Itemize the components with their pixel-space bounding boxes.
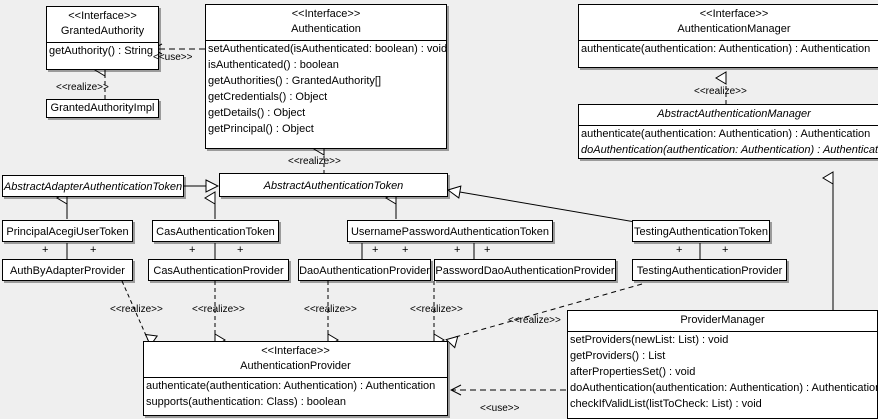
multiplicity-plus: + [402, 244, 409, 256]
operation: setAuthenticated(isAuthenticated: boolea… [208, 43, 446, 55]
class-header-provider-manager: ProviderManager [568, 311, 877, 331]
edge-label-realize-testingauthenticationprovider: <<realize>> [508, 315, 561, 326]
multiplicity-plus: + [484, 244, 491, 256]
operation: afterPropertiesSet() : void [570, 366, 696, 378]
class-password-dao-authentication-provider[interactable]: PasswordDaoAuthenticationProvider [434, 259, 616, 281]
operation: getAuthorities() : GrantedAuthority[] [208, 75, 382, 87]
operation: getDetails() : Object [208, 107, 306, 119]
operation: checkIfValidList(listToCheck: List) : vo… [570, 398, 762, 410]
edge-label-realize-abstractauthenticationmanager: <<realize>> [694, 86, 747, 97]
class-name: CasAuthenticationProvider [153, 265, 284, 277]
class-header-authentication-manager: <<Interface>> AuthenticationManager [579, 5, 878, 40]
class-testing-authentication-token[interactable]: TestingAuthenticationToken [632, 220, 770, 242]
class-name: UsernamePasswordAuthenticationToken [350, 226, 550, 238]
class-name: AbstractAuthenticationManager [657, 108, 811, 120]
edge-label-realize-daoauthenticationprovider: <<realize>> [304, 304, 357, 315]
class-name: AbstractAuthenticationToken [263, 180, 404, 192]
multiplicity-plus: + [90, 244, 97, 256]
multiplicity-plus: + [722, 244, 729, 256]
operation: setProviders(newList: List) : void [570, 334, 729, 346]
edge-label-realize-authbyadapterprovider: <<realize>> [110, 304, 163, 315]
class-testing-authentication-provider[interactable]: TestingAuthenticationProvider [632, 259, 787, 281]
edge-generalization-testingauthenticationtoken [448, 190, 648, 225]
compartment-divider [568, 331, 877, 332]
class-name: Authentication [291, 23, 361, 35]
operation: authenticate(authentication: Authenticat… [146, 380, 436, 392]
edge-label-realize-grantedauthorityimpl: <<realize>> [56, 82, 109, 93]
stereotype-interface: <<Interface>> [699, 8, 769, 20]
class-authentication-provider[interactable]: <<Interface>> AuthenticationProvider aut… [143, 341, 448, 416]
stereotype-interface: <<Interface>> [68, 10, 137, 22]
operation: supports(authentication: Class) : boolea… [146, 396, 346, 408]
class-granted-authority[interactable]: <<Interface>> GrantedAuthority getAuthor… [46, 6, 159, 70]
operation: getProviders() : List [570, 350, 666, 362]
class-cas-authentication-token[interactable]: CasAuthenticationToken [152, 220, 279, 242]
class-name: AuthenticationProvider [240, 360, 351, 372]
multiplicity-plus: + [189, 244, 196, 256]
multiplicity-plus: + [676, 244, 683, 256]
operation: getCredentials() : Object [208, 91, 328, 103]
compartment-divider [579, 125, 878, 126]
class-name: AuthByAdapterProvider [10, 265, 125, 277]
class-name: TestingAuthenticationToken [634, 226, 768, 238]
class-name: AuthenticationManager [677, 23, 791, 35]
class-header-authentication: <<Interface>> Authentication [206, 5, 446, 40]
edge-label-realize-casauthenticationprovider: <<realize>> [192, 304, 245, 315]
class-abstract-authentication-manager[interactable]: AbstractAuthenticationManager authentica… [578, 104, 878, 159]
stereotype-interface: <<Interface>> [261, 345, 330, 357]
multiplicity-plus: + [42, 244, 49, 256]
class-header-authentication-provider: <<Interface>> AuthenticationProvider [144, 342, 447, 377]
compartment-divider [47, 42, 158, 43]
stereotype-interface: <<Interface>> [291, 8, 361, 20]
operations-compartment: getAuthority() : String [47, 43, 158, 59]
class-name: CasAuthenticationToken [156, 226, 275, 238]
class-abstract-adapter-authentication-token[interactable]: AbstractAdapterAuthenticationToken [2, 175, 184, 197]
class-authentication[interactable]: <<Interface>> Authentication setAuthenti… [205, 4, 447, 149]
operations-compartment: authenticate(authentication: Authenticat… [144, 378, 447, 410]
class-name: TestingAuthenticationProvider [636, 265, 783, 277]
compartment-divider [144, 377, 447, 378]
class-authentication-manager[interactable]: <<Interface>> AuthenticationManager auth… [578, 4, 878, 68]
operation: getAuthority() : String [49, 45, 153, 57]
class-principal-acegi-user-token[interactable]: PrincipalAcegiUserToken [2, 220, 133, 242]
operations-compartment: authenticate(authentication: Authenticat… [579, 126, 878, 158]
multiplicity-plus: + [237, 244, 244, 256]
class-name: ProviderManager [680, 314, 765, 326]
class-name: GrantedAuthorityImpl [50, 102, 155, 114]
multiplicity-plus: + [454, 244, 461, 256]
compartment-divider [579, 40, 878, 41]
operation: doAuthentication(authentication: Authent… [570, 382, 877, 394]
class-header-granted-authority: <<Interface>> GrantedAuthority [47, 7, 158, 42]
class-username-password-authentication-token[interactable]: UsernamePasswordAuthenticationToken [347, 220, 553, 242]
operations-compartment: setAuthenticated(isAuthenticated: boolea… [206, 41, 446, 137]
edge-label-realize-abstractauthenticationtoken: <<realize>> [288, 156, 341, 167]
class-name: PrincipalAcegiUserToken [6, 226, 129, 238]
class-provider-manager[interactable]: ProviderManager setProviders(newList: Li… [567, 310, 878, 419]
operation: doAuthentication(authentication: Authent… [581, 144, 878, 156]
operations-compartment: authenticate(authentication: Authenticat… [579, 41, 878, 57]
edge-label-use-authentication-grantedauthority: <<use>> [153, 52, 193, 63]
class-name: PasswordDaoAuthenticationProvider [435, 265, 615, 277]
class-granted-authority-impl[interactable]: GrantedAuthorityImpl [46, 99, 159, 118]
operation: isAuthenticated() : boolean [208, 59, 339, 71]
class-abstract-authentication-token[interactable]: AbstractAuthenticationToken [219, 173, 448, 197]
edge-label-realize-passworddaoauthenticationprovider: <<realize>> [410, 304, 463, 315]
class-cas-authentication-provider[interactable]: CasAuthenticationProvider [148, 259, 289, 281]
compartment-divider [206, 40, 446, 41]
class-auth-by-adapter-provider[interactable]: AuthByAdapterProvider [2, 259, 133, 281]
class-name: GrantedAuthority [60, 25, 145, 37]
class-name: AbstractAdapterAuthenticationToken [3, 181, 183, 193]
class-dao-authentication-provider[interactable]: DaoAuthenticationProvider [298, 259, 431, 281]
class-name: DaoAuthenticationProvider [299, 265, 430, 277]
multiplicity-plus: + [372, 244, 379, 256]
operation: authenticate(authentication: Authenticat… [581, 43, 871, 55]
class-header-abstract-authentication-manager: AbstractAuthenticationManager [579, 105, 878, 125]
operations-compartment: setProviders(newList: List) : void getPr… [568, 332, 877, 412]
operation: getPrincipal() : Object [208, 123, 314, 135]
edge-label-use-providermanager-authenticationprovider: <<use>> [480, 403, 520, 414]
operation: authenticate(authentication: Authenticat… [581, 128, 871, 140]
